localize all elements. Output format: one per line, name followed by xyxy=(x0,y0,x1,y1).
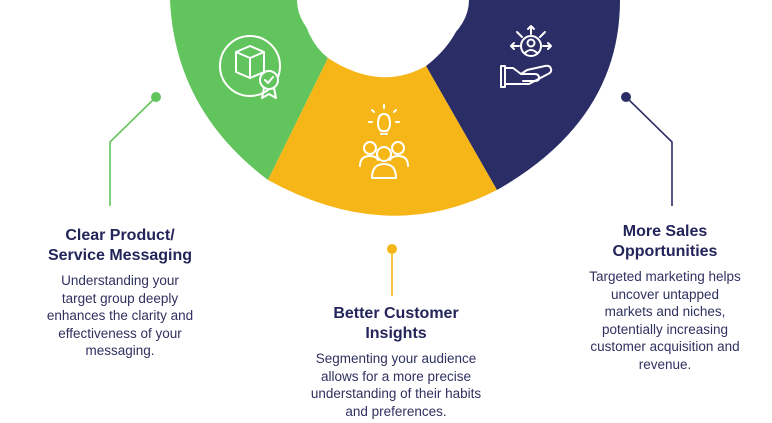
segment-left xyxy=(170,0,328,180)
connector-right xyxy=(625,96,673,206)
segment-right-text: More Sales Opportunities Targeted market… xyxy=(560,222,770,373)
team-idea-icon xyxy=(359,104,409,179)
hand-user-network-icon xyxy=(500,25,553,88)
connector-dot-left xyxy=(151,92,161,102)
segment-center-title: Better Customer Insights xyxy=(333,305,459,342)
segment-center xyxy=(268,58,497,216)
package-check-icon xyxy=(219,35,281,99)
segment-left-body: Understanding your target group deeply e… xyxy=(46,273,194,358)
segment-center-text: Better Customer Insights Segmenting your… xyxy=(281,304,511,420)
connector-dot-right xyxy=(621,92,631,102)
connector-left xyxy=(109,96,157,206)
segment-right xyxy=(426,0,620,190)
segment-left-title: Clear Product/ Service Messaging xyxy=(47,227,193,264)
segment-center-body: Segmenting your audience allows for a mo… xyxy=(310,351,482,419)
segment-left-text: Clear Product/ Service Messaging Underst… xyxy=(20,226,220,360)
connector-dot-center xyxy=(387,244,397,254)
segment-right-body: Targeted marketing helps uncover untappe… xyxy=(589,269,741,372)
wheel-hub xyxy=(297,0,469,60)
segment-right-title: More Sales Opportunities xyxy=(612,223,718,260)
